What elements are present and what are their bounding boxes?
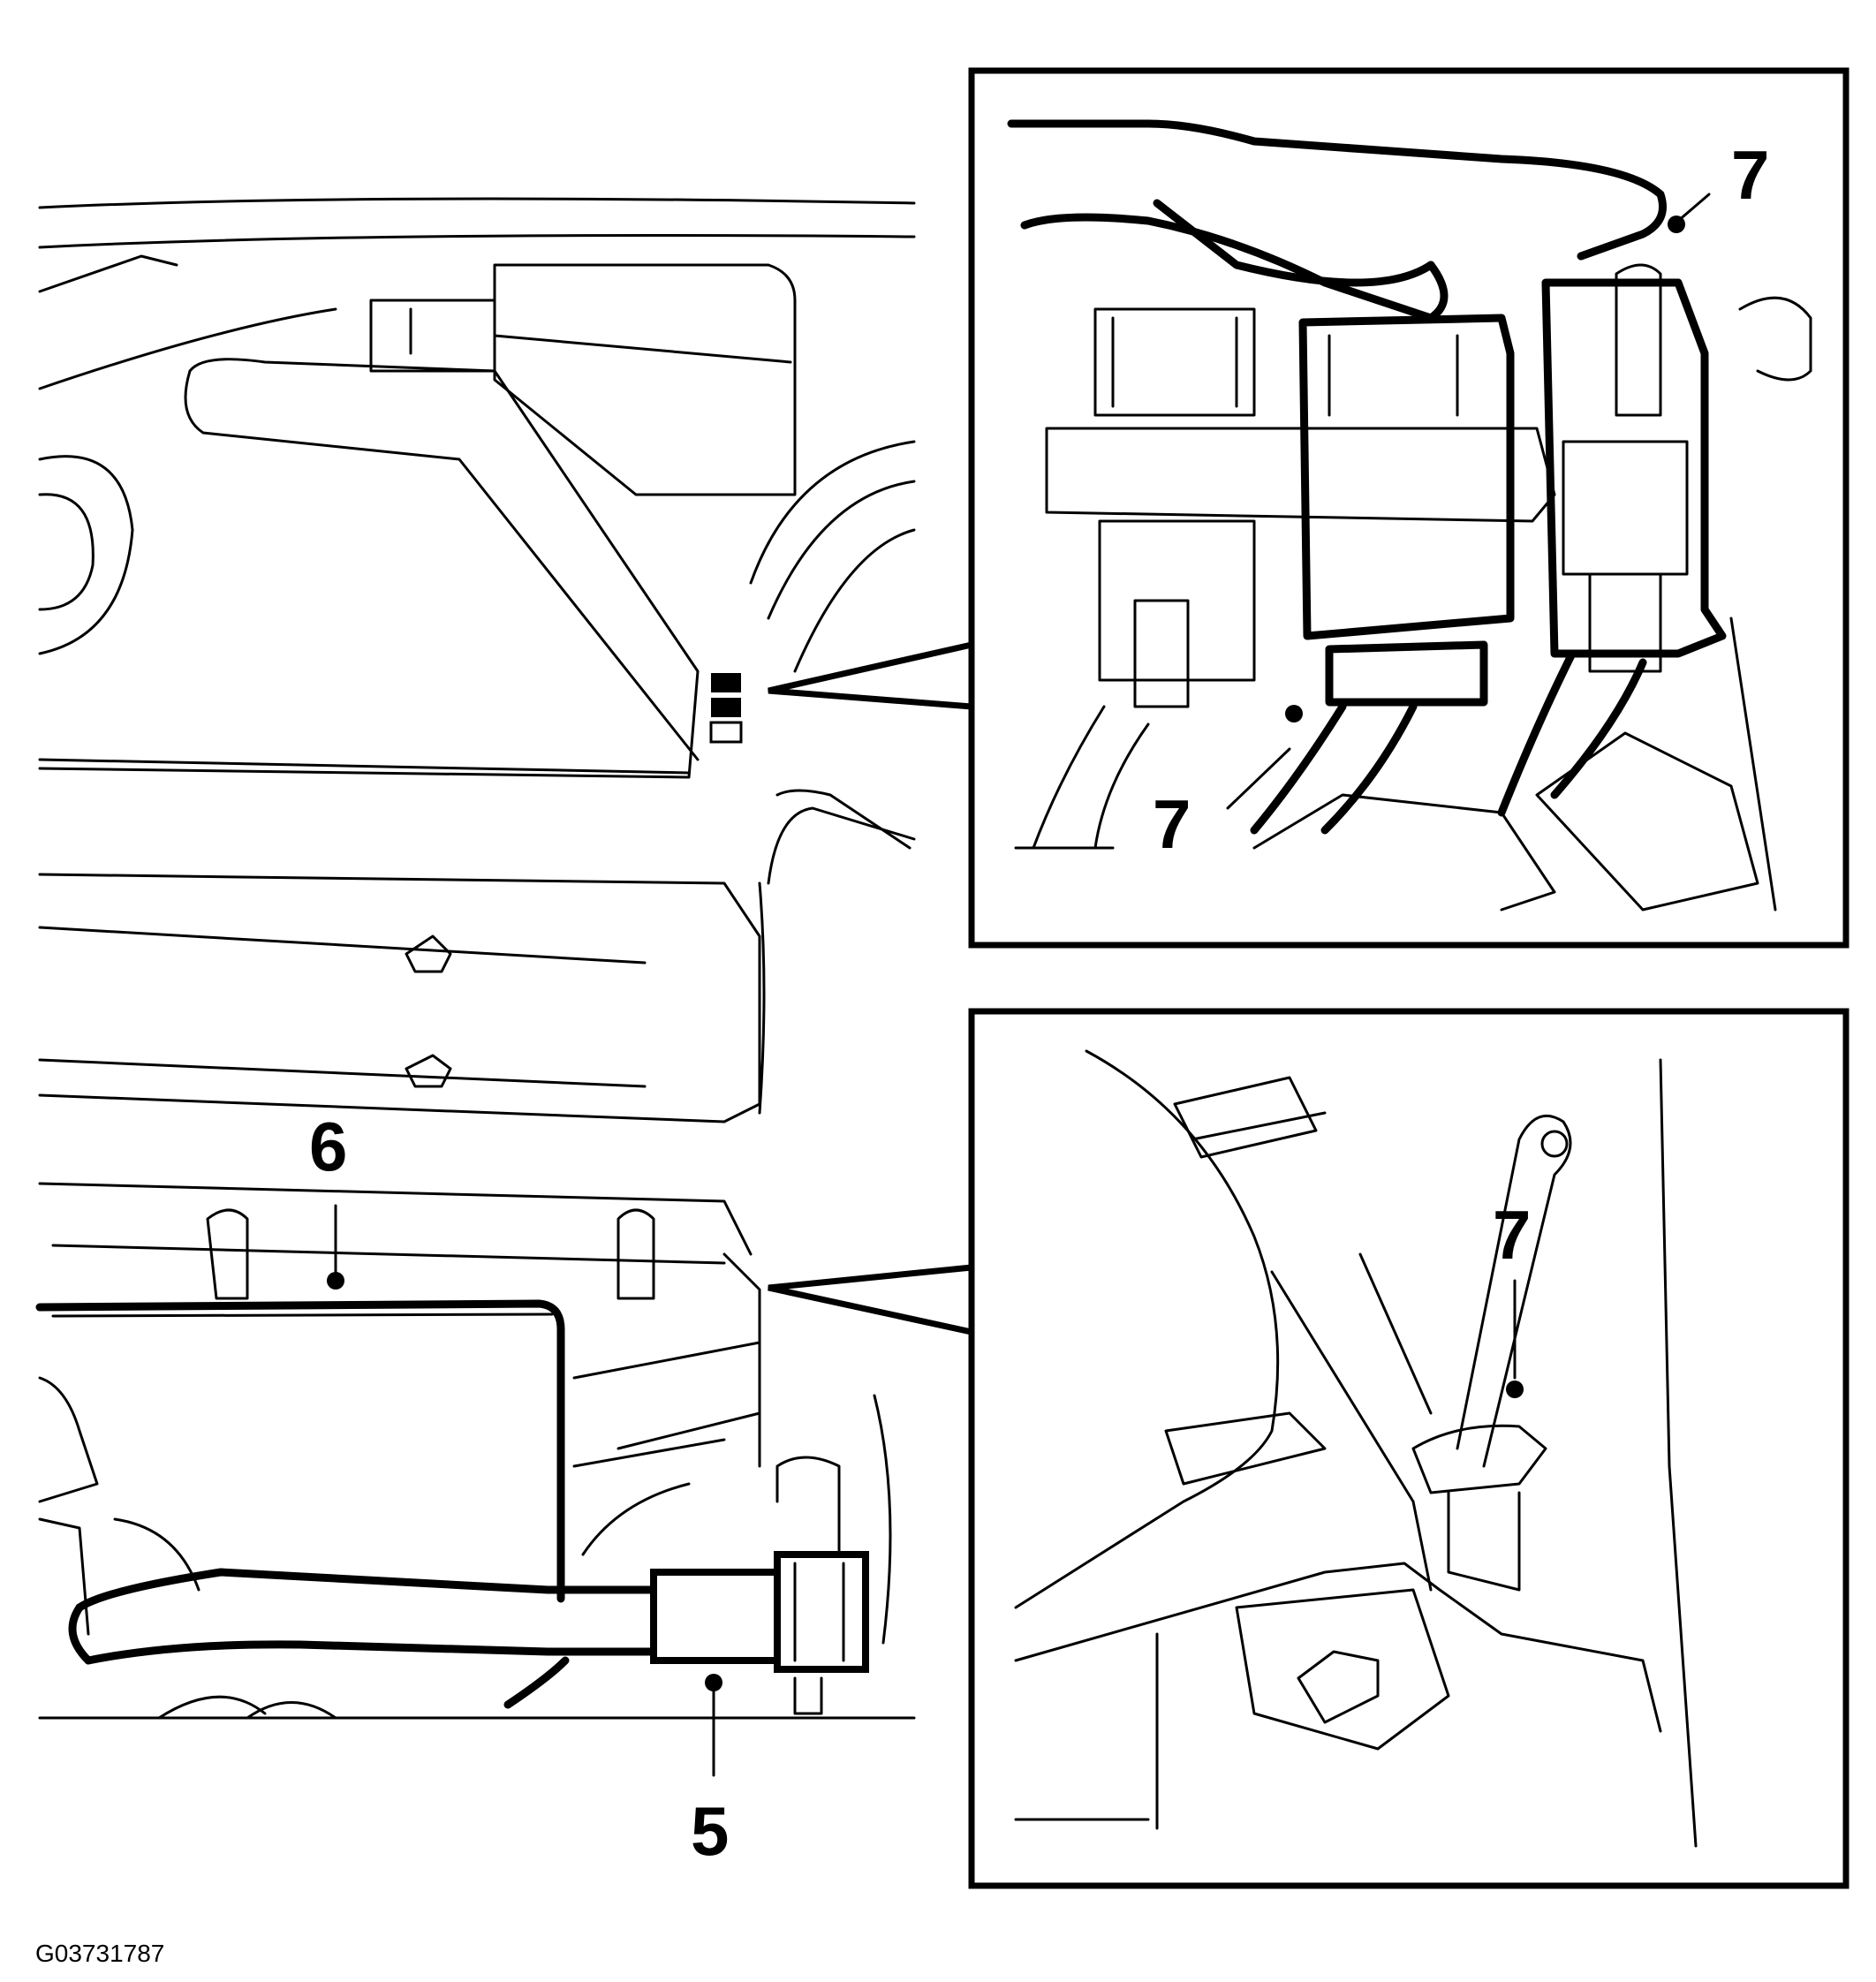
main-callout-leaders (327, 1204, 722, 1777)
callout-7-bottom: 7 (1493, 1196, 1531, 1274)
callout-7-top-right: 7 (1731, 136, 1769, 214)
connector-marker-1 (711, 673, 741, 692)
main-engine-view (35, 197, 916, 1720)
callout-5: 5 (691, 1792, 729, 1870)
callout-7-top-left: 7 (1153, 785, 1191, 863)
connector-marker-2 (711, 698, 741, 717)
callout-6: 6 (309, 1108, 347, 1185)
connector-5-body (650, 1569, 781, 1664)
connector-marker-3 (709, 721, 743, 744)
figure-id: G03731787 (35, 1940, 165, 1967)
top-inset (968, 67, 1850, 949)
bottom-inset (968, 1008, 1850, 1889)
inset-pointers (768, 640, 975, 1336)
connector-5-plug (774, 1551, 869, 1673)
